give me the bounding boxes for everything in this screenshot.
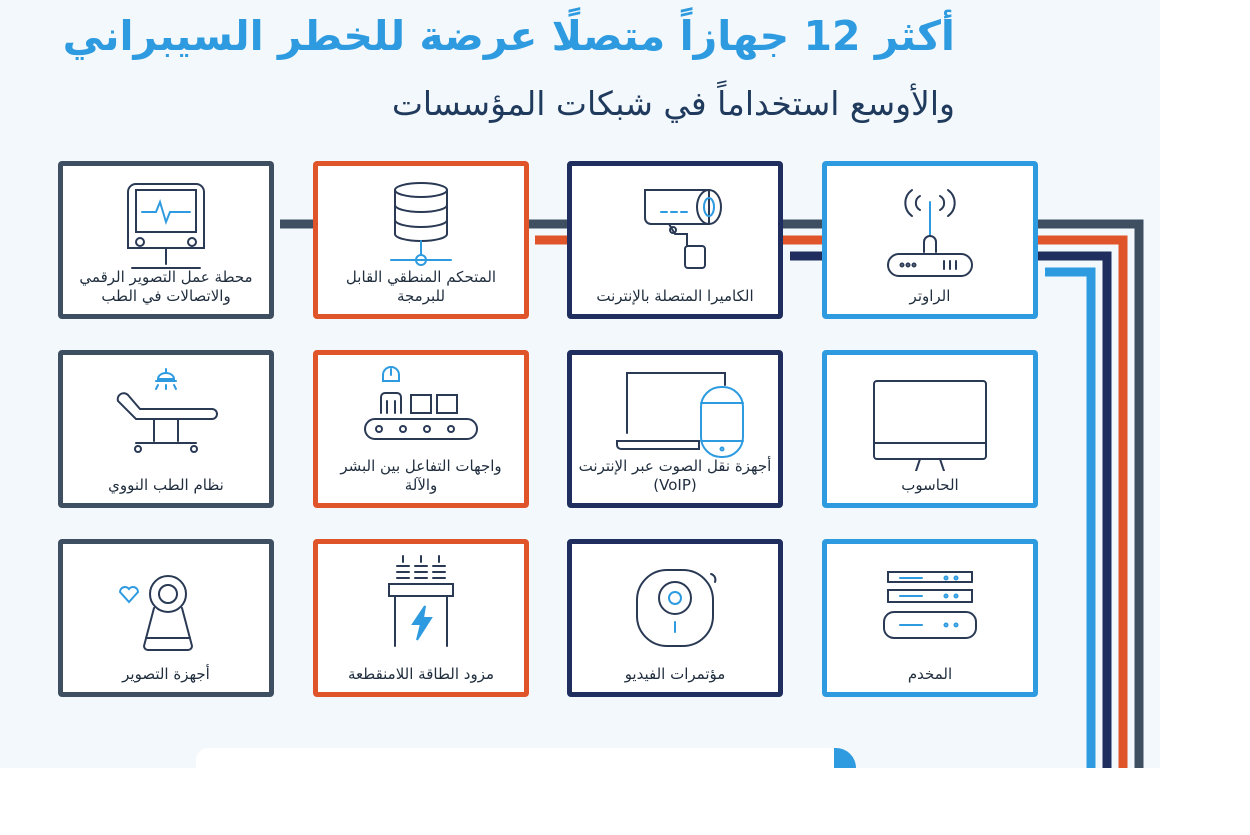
device-label: مزود الطاقة اللامنقطعة xyxy=(347,665,494,683)
device-label: أجهزة نقل الصوت عبر الإنترنت (VoIP) xyxy=(578,457,772,494)
imaging-scanner-icon xyxy=(118,575,194,651)
ip-camera-icon xyxy=(644,189,722,269)
device-label: نظام الطب النووي xyxy=(108,476,224,494)
device-card-ip-camera: الكاميرا المتصلة بالإنترنت xyxy=(567,161,783,319)
dicom-workstation-icon xyxy=(127,183,205,269)
plc-database-icon xyxy=(390,182,452,266)
ups-power-icon xyxy=(388,555,454,647)
device-card-nuclear-medicine: نظام الطب النووي xyxy=(58,350,274,508)
device-label: الراوتر xyxy=(909,287,951,305)
video-conference-camera-icon xyxy=(636,569,717,647)
device-card-server: المخدم xyxy=(822,539,1038,697)
computer-monitor-icon xyxy=(873,380,987,471)
infographic-panel: أكثر 12 جهازاً متصلًا عرضة للخطر السيبرا… xyxy=(0,0,1160,768)
device-card-router: الراوتر xyxy=(822,161,1038,319)
device-card-hmi: واجهات التفاعل بين البشر والآلة xyxy=(313,350,529,508)
hmi-conveyor-icon xyxy=(364,366,478,440)
device-card-dicom-workstation: محطة عمل التصوير الرقمي والاتصالات في ال… xyxy=(58,161,274,319)
device-card-video-conference: مؤتمرات الفيديو xyxy=(567,539,783,697)
device-label: واجهات التفاعل بين البشر والآلة xyxy=(340,457,502,494)
device-card-voip: أجهزة نقل الصوت عبر الإنترنت (VoIP) xyxy=(567,350,783,508)
device-label: أجهزة التصوير xyxy=(122,665,210,683)
voip-device-icon xyxy=(616,372,744,458)
device-label: المخدم xyxy=(907,665,953,683)
device-card-ups: مزود الطاقة اللامنقطعة xyxy=(313,539,529,697)
device-label: محطة عمل التصوير الرقمي والاتصالات في ال… xyxy=(79,268,253,305)
router-icon xyxy=(887,189,973,277)
device-label: المتحكم المنطقي القابل للبرمجة xyxy=(345,268,497,305)
footer-tab xyxy=(196,748,856,768)
page-subtitle: والأوسع استخداماً في شبكات المؤسسات xyxy=(391,84,955,123)
device-label: الكاميرا المتصلة بالإنترنت xyxy=(596,287,754,305)
device-card-plc: المتحكم المنطقي القابل للبرمجة xyxy=(313,161,529,319)
device-card-computer: الحاسوب xyxy=(822,350,1038,508)
page-title: أكثر 12 جهازاً متصلًا عرضة للخطر السيبرا… xyxy=(62,12,955,60)
device-card-imaging: أجهزة التصوير xyxy=(58,539,274,697)
device-label: الحاسوب xyxy=(901,476,959,494)
nuclear-medicine-table-icon xyxy=(116,368,218,453)
server-rack-icon xyxy=(883,571,977,639)
device-label: مؤتمرات الفيديو xyxy=(624,665,726,683)
